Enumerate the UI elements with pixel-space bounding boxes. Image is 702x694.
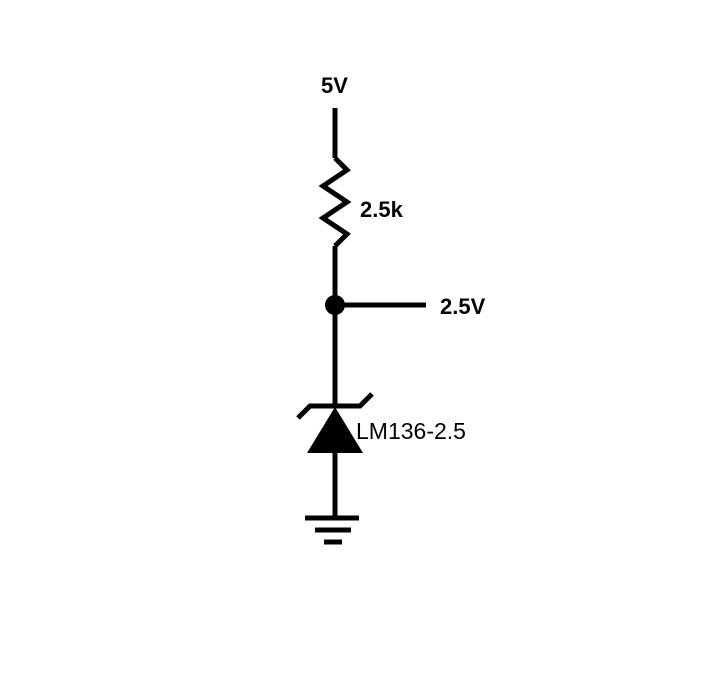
resistor-value-label: 2.5k	[360, 197, 404, 222]
zener-cathode-bar	[296, 392, 374, 420]
reference-part-label: LM136-2.5	[356, 418, 466, 444]
supply-voltage-label: 5V	[321, 73, 348, 98]
output-voltage-label: 2.5V	[440, 294, 486, 319]
ground-icon	[305, 515, 359, 545]
resistor-symbol	[318, 156, 352, 248]
zener-triangle	[307, 407, 363, 453]
